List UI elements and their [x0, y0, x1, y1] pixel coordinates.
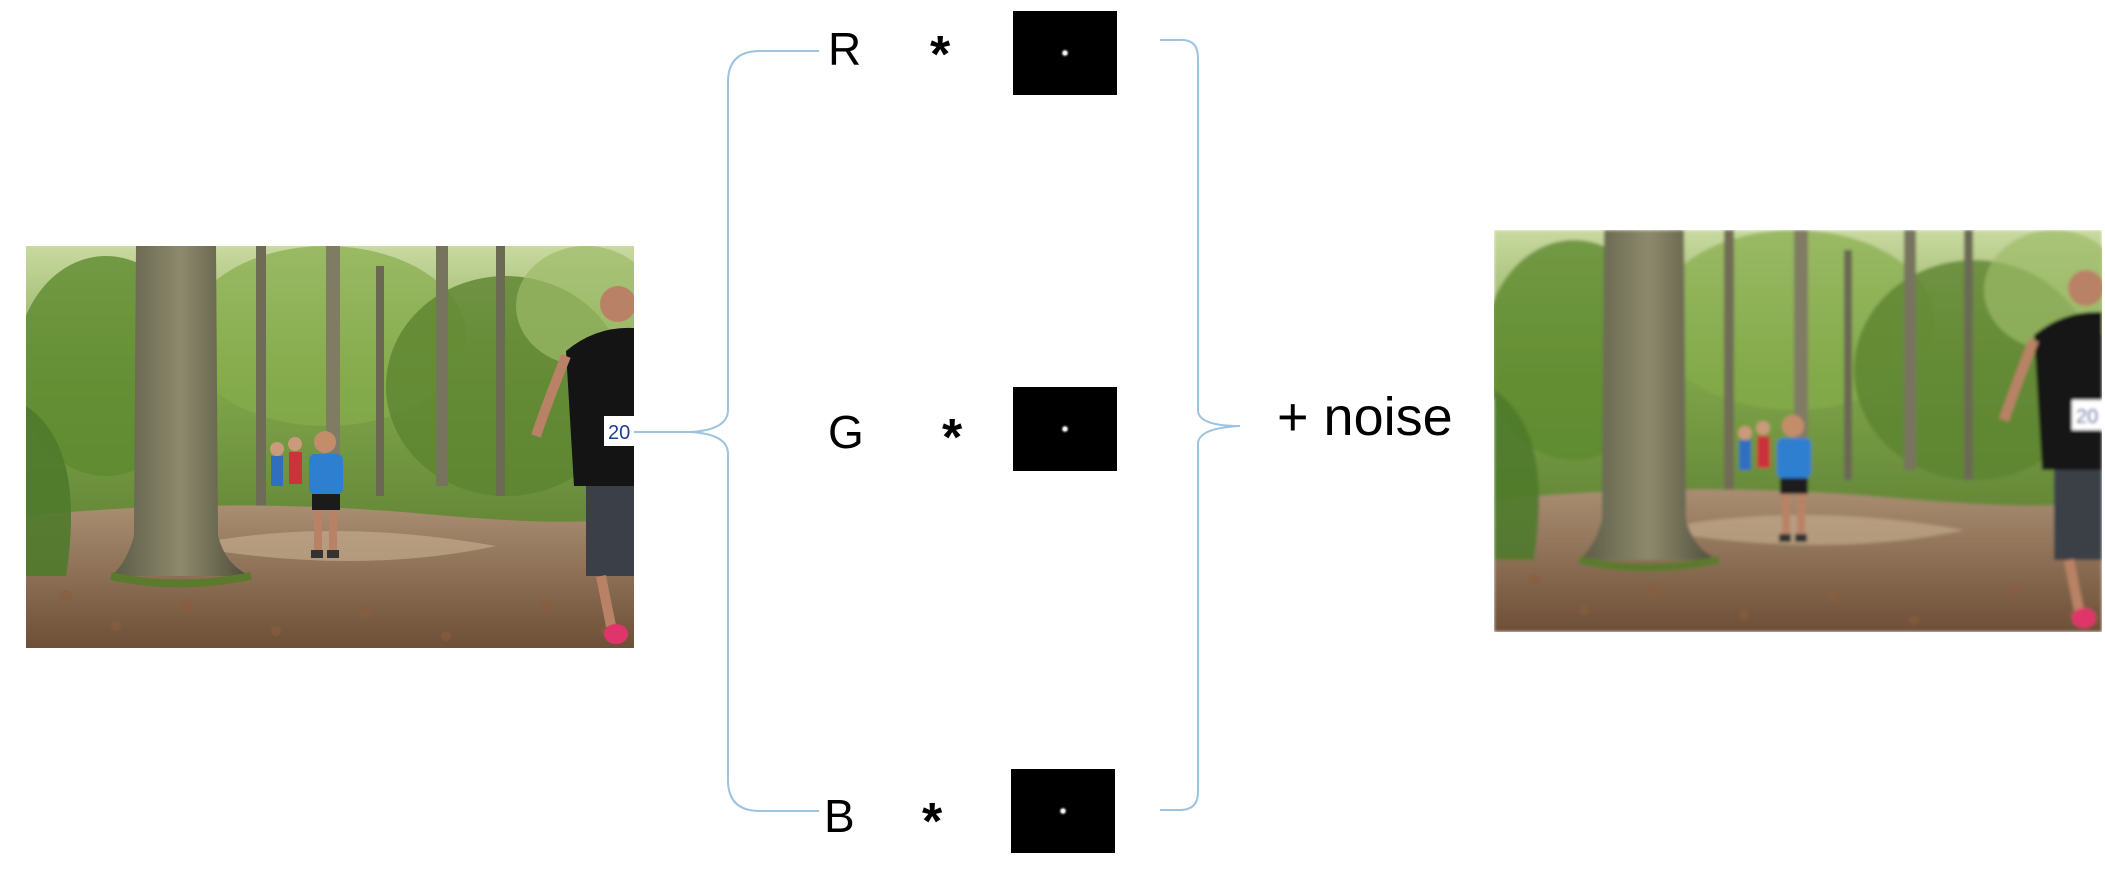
channel-label-r: R	[828, 23, 861, 75]
convolution-operator-g: *	[942, 409, 963, 467]
output-image	[1484, 230, 2105, 632]
convolution-operator-r: *	[930, 26, 951, 84]
channel-label-b: B	[824, 790, 855, 842]
convolution-operator-b: *	[922, 793, 943, 851]
noise-label: + noise	[1277, 387, 1453, 447]
psf-kernel-icon	[1013, 11, 1117, 95]
psf-kernel-icon	[1011, 769, 1115, 853]
channel-label-g: G	[828, 406, 864, 458]
input-image	[16, 246, 656, 648]
psf-kernel-icon	[1013, 387, 1117, 471]
right-brace	[1160, 39, 1241, 811]
left-brace	[634, 50, 819, 812]
